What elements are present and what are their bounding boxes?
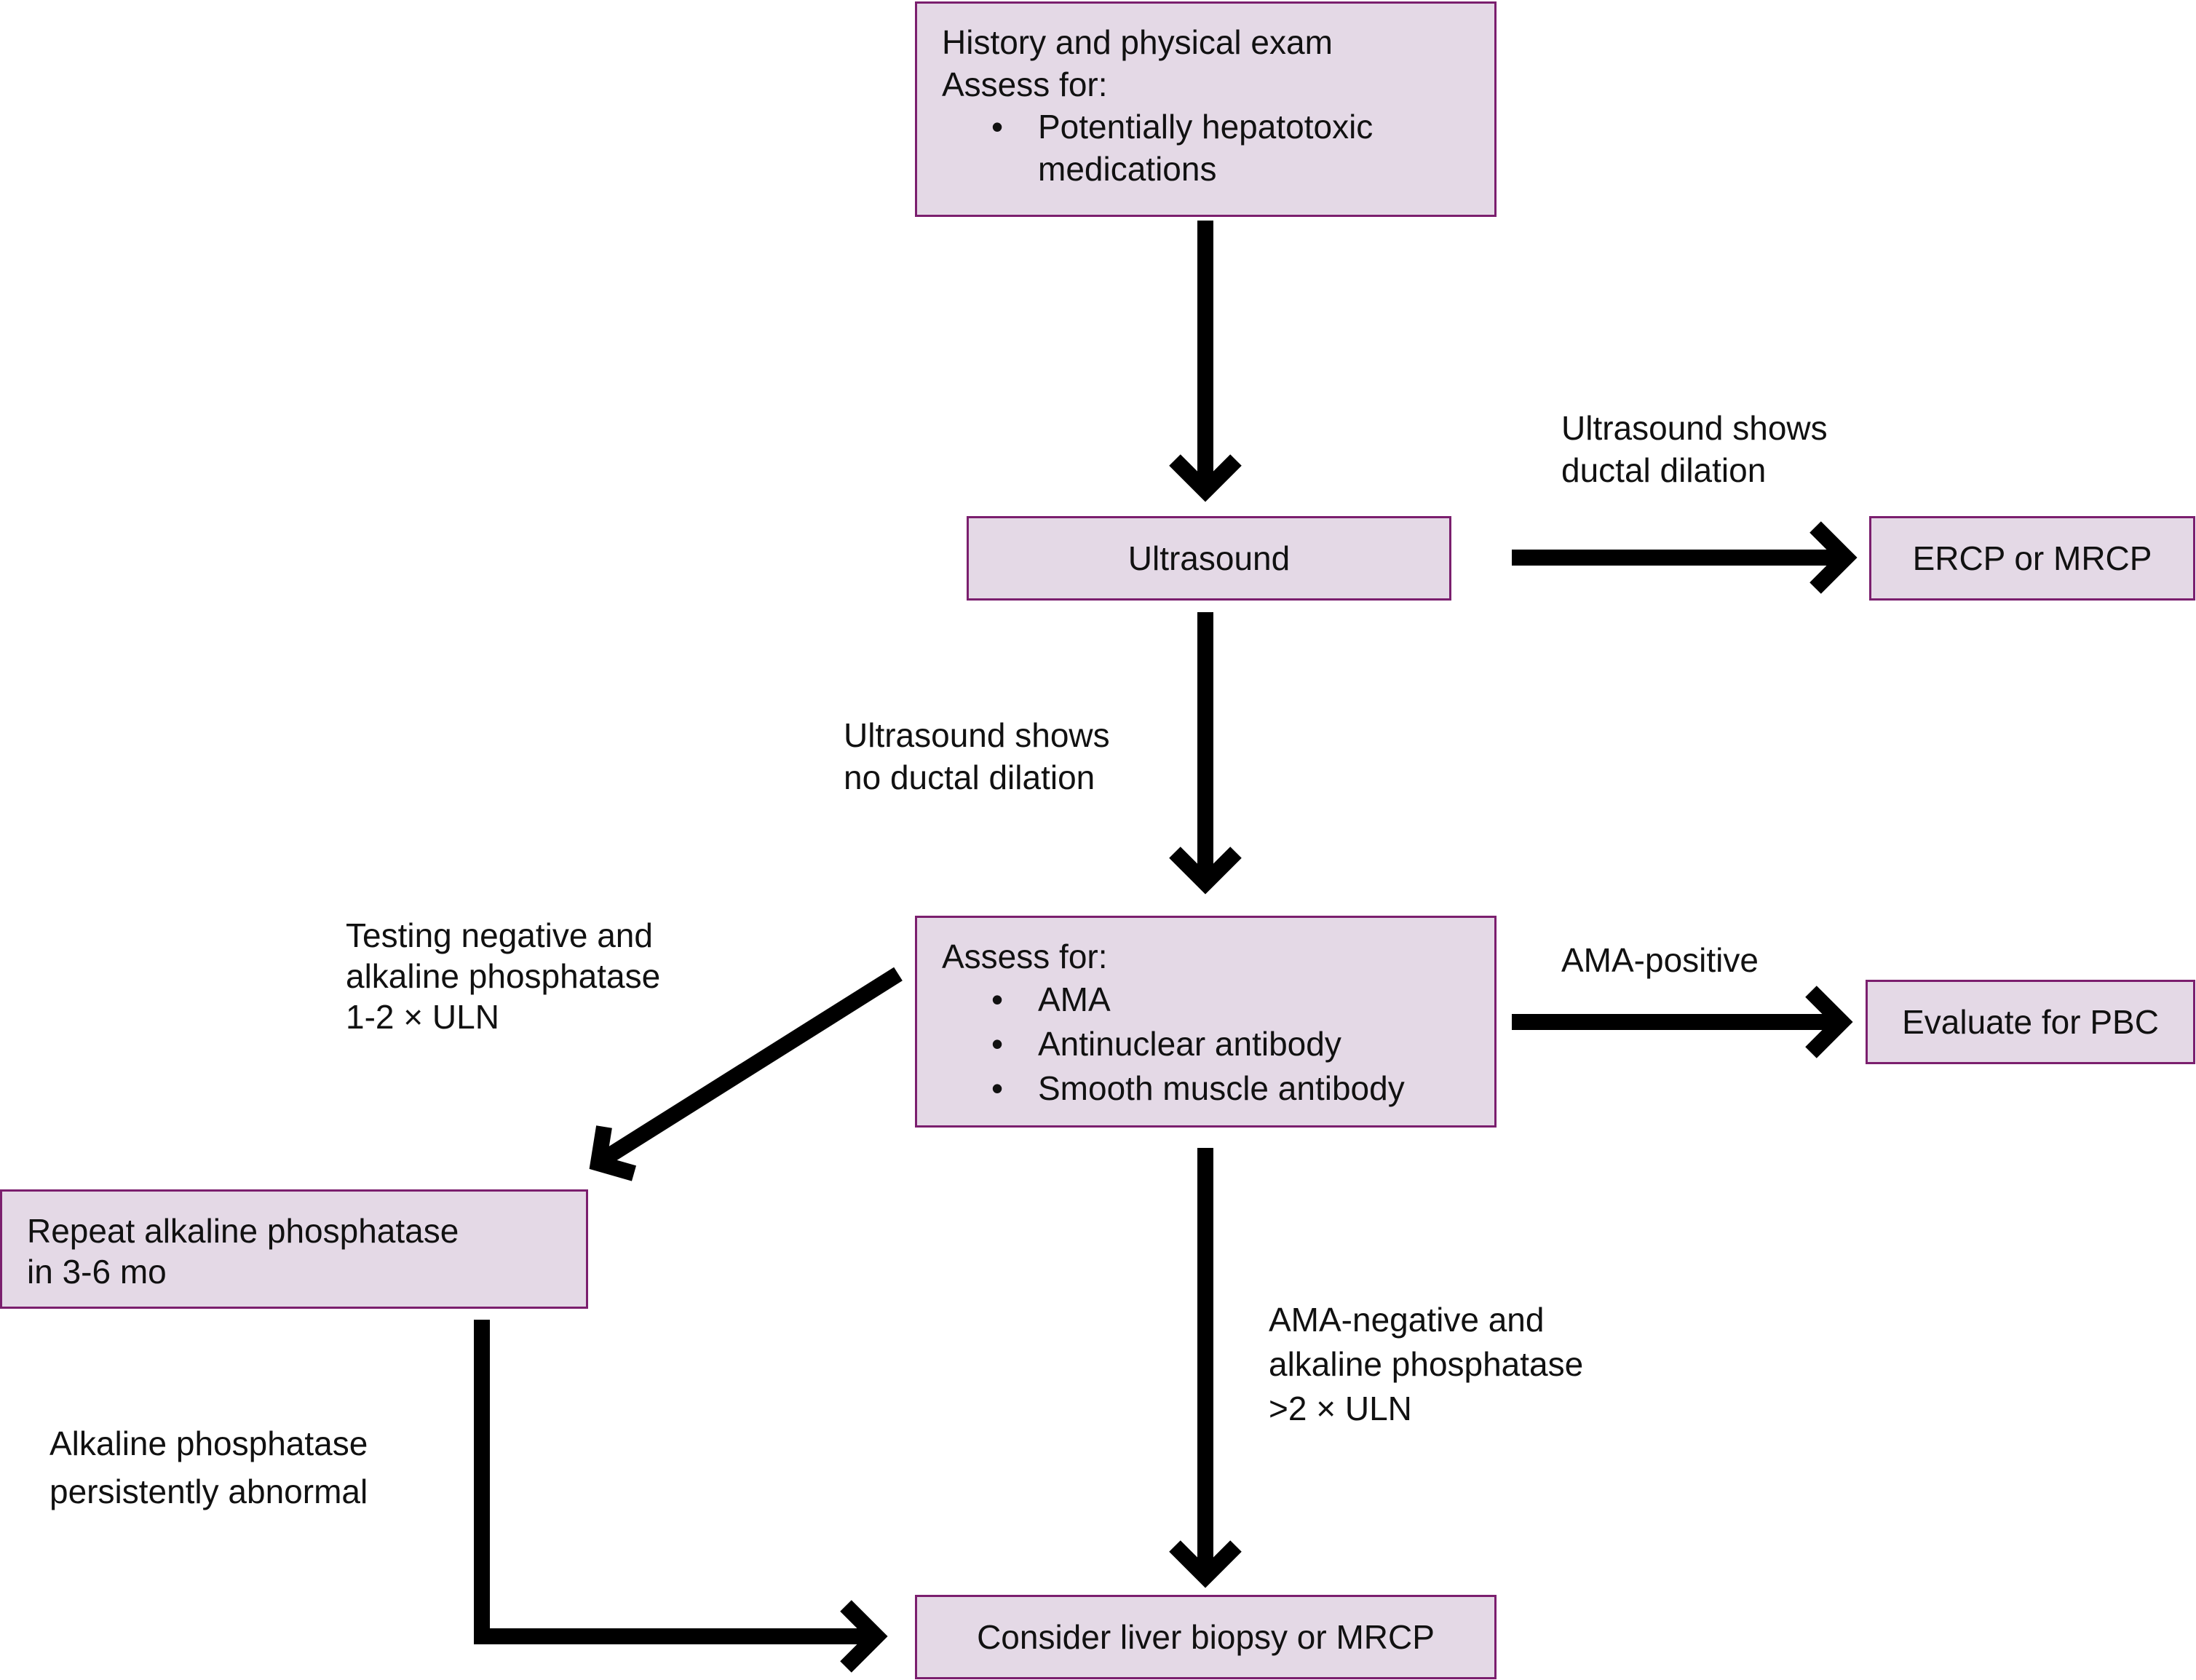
assess-antibodies-box: Assess for: AMA Antinuclear antibody Smo… <box>915 916 1497 1128</box>
label-persistently-abnormal: Alkaline phosphatase persistently abnorm… <box>49 1425 368 1510</box>
arrowhead-assess-to-repeat <box>589 1125 637 1181</box>
label-no-ductal-dilation: Ultrasound shows no ductal dilation <box>844 716 1110 796</box>
assess-bullet-sma: Smooth muscle antibody <box>942 1066 1472 1111</box>
liver-biopsy-label: Consider liver biopsy or MRCP <box>977 1618 1435 1656</box>
arrowhead-assess-to-biopsy <box>1169 1540 1242 1588</box>
label-ductal-dilation: Ultrasound shows ductal dilation <box>1561 409 1828 489</box>
arrow-assess-to-repeat <box>600 967 903 1166</box>
label-ama-positive: AMA-positive <box>1561 941 1759 979</box>
label-ama-negative: AMA-negative and alkaline phosphatase >2… <box>1269 1301 1584 1427</box>
assess-bullet-ama: AMA <box>942 978 1472 1022</box>
arrowhead-history-to-ultrasound <box>1169 454 1242 502</box>
arrowhead-repeat-to-biopsy <box>840 1600 888 1673</box>
arrow-repeat-to-biopsy <box>474 1320 872 1644</box>
evaluate-pbc-label: Evaluate for PBC <box>1902 1003 2159 1041</box>
history-bullet-list: Potentially hepatotoxic medications <box>942 106 1472 190</box>
ultrasound-label: Ultrasound <box>1127 539 1291 577</box>
repeat-line2: in 3-6 mo <box>27 1253 167 1291</box>
repeat-line1: Repeat alkaline phosphatase <box>27 1212 459 1250</box>
assess-label: Assess for: <box>942 938 1108 975</box>
liver-biopsy-box: Consider liver biopsy or MRCP <box>915 1595 1497 1679</box>
arrowhead-ultrasound-to-assess <box>1169 847 1242 895</box>
arrowhead-ultrasound-to-ercp <box>1809 521 1858 594</box>
history-bullet-item: Potentially hepatotoxic medications <box>942 106 1472 190</box>
arrowhead-assess-to-pbc <box>1805 986 1853 1058</box>
label-testing-negative: Testing negative and alkaline phosphatas… <box>346 916 661 1036</box>
assess-bullet-list: AMA Antinuclear antibody Smooth muscle a… <box>942 978 1472 1111</box>
ercp-mrcp-label: ERCP or MRCP <box>1912 539 2152 577</box>
ercp-mrcp-box: ERCP or MRCP <box>1869 516 2195 601</box>
repeat-alk-phos-box: Repeat alkaline phosphatase in 3-6 mo <box>0 1189 588 1309</box>
history-physical-box: History and physical exam Assess for: Po… <box>915 1 1497 217</box>
history-assess-label: Assess for: <box>942 66 1108 103</box>
assess-bullet-ana: Antinuclear antibody <box>942 1022 1472 1066</box>
ultrasound-box: Ultrasound <box>967 516 1451 601</box>
evaluate-pbc-box: Evaluate for PBC <box>1866 980 2195 1064</box>
history-title: History and physical exam <box>942 23 1333 61</box>
